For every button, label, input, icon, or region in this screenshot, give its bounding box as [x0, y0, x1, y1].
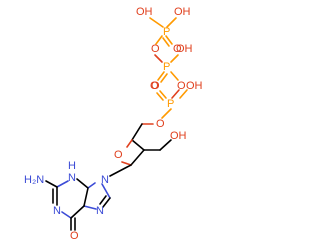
- triphosphate-bonds: [141, 17, 188, 125]
- bond-c6-c5: [70, 205, 85, 219]
- bond-ch2-c4: [131, 123, 143, 141]
- label-n3: N: [68, 172, 76, 184]
- atom-labels: OH P OH O O P OH O O P OH O O O OH N H N…: [24, 6, 203, 242]
- label-oh-ch2: OH: [170, 130, 187, 142]
- bond-p3-o-double-a: [159, 90, 167, 99]
- bond-p2-o-double-b: [160, 73, 168, 83]
- bond-n7-c5: [83, 205, 97, 210]
- bond-c4-n3: [76, 178, 89, 189]
- label-o-p3-double: O: [151, 80, 160, 92]
- label-o-bridge-1: O: [151, 43, 160, 55]
- bond-p2-obridge: [170, 71, 179, 81]
- bond-p2-o-double-a: [157, 71, 165, 81]
- label-p2: P: [163, 61, 170, 73]
- label-o-ring: O: [114, 149, 123, 161]
- label-n1: N: [53, 205, 61, 217]
- bond-n9-c4: [87, 182, 96, 189]
- bond-n9-c8: [101, 183, 111, 199]
- label-oh-top-left: OH: [136, 6, 153, 18]
- bond-p3-o-double-b: [156, 92, 164, 101]
- bond-p3-oh: [179, 89, 188, 99]
- bond-n1-c6: [61, 211, 72, 219]
- bond-c2-n9: [109, 164, 132, 177]
- molecule-structure-diagram: OH P OH O O P OH O O P OH O O O OH N H N…: [24, 6, 203, 242]
- bond-oring-c2: [121, 161, 132, 166]
- bond-oring-c4: [126, 139, 133, 148]
- label-o-p1-double: O: [173, 43, 182, 55]
- bond-oh-p1: [149, 17, 164, 28]
- bond-p1-oh: [166, 17, 177, 28]
- label-n9: N: [101, 174, 109, 186]
- label-n7: N: [96, 205, 104, 217]
- bond-ch2-oh: [159, 139, 172, 151]
- label-oh-p2: OH: [176, 43, 193, 55]
- bond-c8-n7-double: [99, 195, 107, 205]
- label-o-p2-double: O: [150, 80, 159, 92]
- label-o-carbonyl: O: [70, 230, 79, 242]
- bond-p1-o-double-b: [162, 37, 170, 47]
- label-o-ester: O: [156, 118, 165, 130]
- label-oh-p3: OH: [186, 80, 203, 92]
- bond-c2-nh2: [45, 180, 58, 188]
- bond-p1-obridge: [155, 35, 163, 45]
- bond-c5-c4: [83, 187, 89, 207]
- bond-c4-c3: [131, 139, 145, 151]
- label-p1: P: [163, 26, 170, 38]
- bond-n3-c2: [56, 180, 69, 188]
- bond-p3-oester: [161, 108, 172, 119]
- label-p3: P: [167, 98, 174, 110]
- label-oh-top-right: OH: [174, 6, 191, 18]
- oxetane-ring-bonds: [109, 123, 172, 177]
- label-o-bridge-2: O: [177, 80, 186, 92]
- bond-obridge-p2: [154, 54, 163, 63]
- bond-p2-oh: [170, 54, 179, 63]
- bond-c3-c2: [130, 149, 145, 166]
- label-n3-h: H: [68, 160, 76, 172]
- bond-c8-n7: [102, 197, 111, 208]
- bond-obridge2-p3: [171, 89, 180, 99]
- purine-ring-bonds: [45, 178, 111, 231]
- bond-p1-o-double-a: [165, 35, 173, 45]
- label-amine-h2n: H₂N: [24, 174, 44, 186]
